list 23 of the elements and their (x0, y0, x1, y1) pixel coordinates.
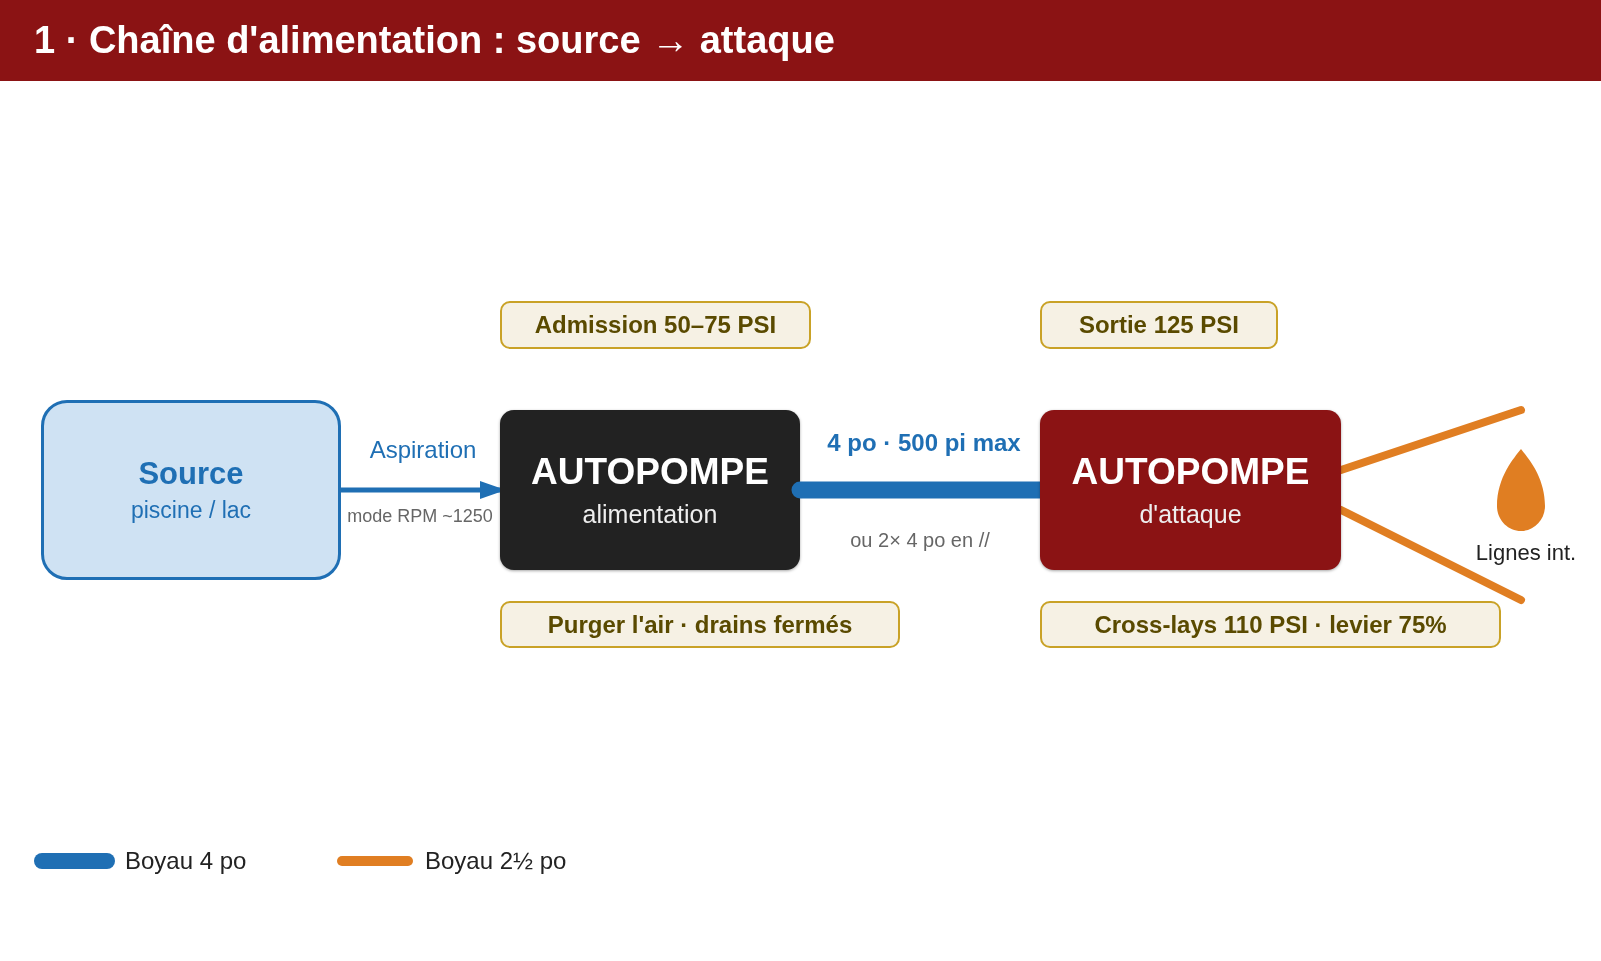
callout-text: Purger l'air · drains fermés (547, 610, 853, 639)
node-title: Source (138, 456, 244, 492)
edge-note: mode RPM ~1250 (347, 505, 493, 527)
callout-box (500, 301, 811, 349)
node-subtitle: piscine / lac (130, 496, 252, 524)
node-title: AUTOPOMPE (1071, 451, 1310, 493)
source-box (41, 400, 341, 580)
legend-label: Boyau 2½ po (425, 847, 567, 875)
pump-box (1040, 410, 1341, 570)
pump-box (500, 410, 800, 570)
callout-box (1040, 601, 1501, 648)
legend-label: Boyau 4 po (125, 847, 247, 875)
node-title: AUTOPOMPE (531, 451, 769, 493)
callout-text: Admission 50–75 PSI (534, 311, 777, 339)
node-subtitle: d'attaque (1139, 499, 1242, 529)
edge-note: ou 2× 4 po en // (850, 528, 990, 552)
callout-box (500, 601, 900, 648)
diagram-title: 1 · Chaîne d'alimentation : source → attaque (34, 18, 835, 62)
callout-box (1040, 301, 1278, 349)
node-subtitle: alimentation (582, 499, 718, 529)
line-caption: Lignes int. (1475, 540, 1577, 566)
callout-text: Sortie 125 PSI (1078, 311, 1240, 339)
callout-text: Cross-lays 110 PSI · levier 75% (1094, 610, 1447, 639)
